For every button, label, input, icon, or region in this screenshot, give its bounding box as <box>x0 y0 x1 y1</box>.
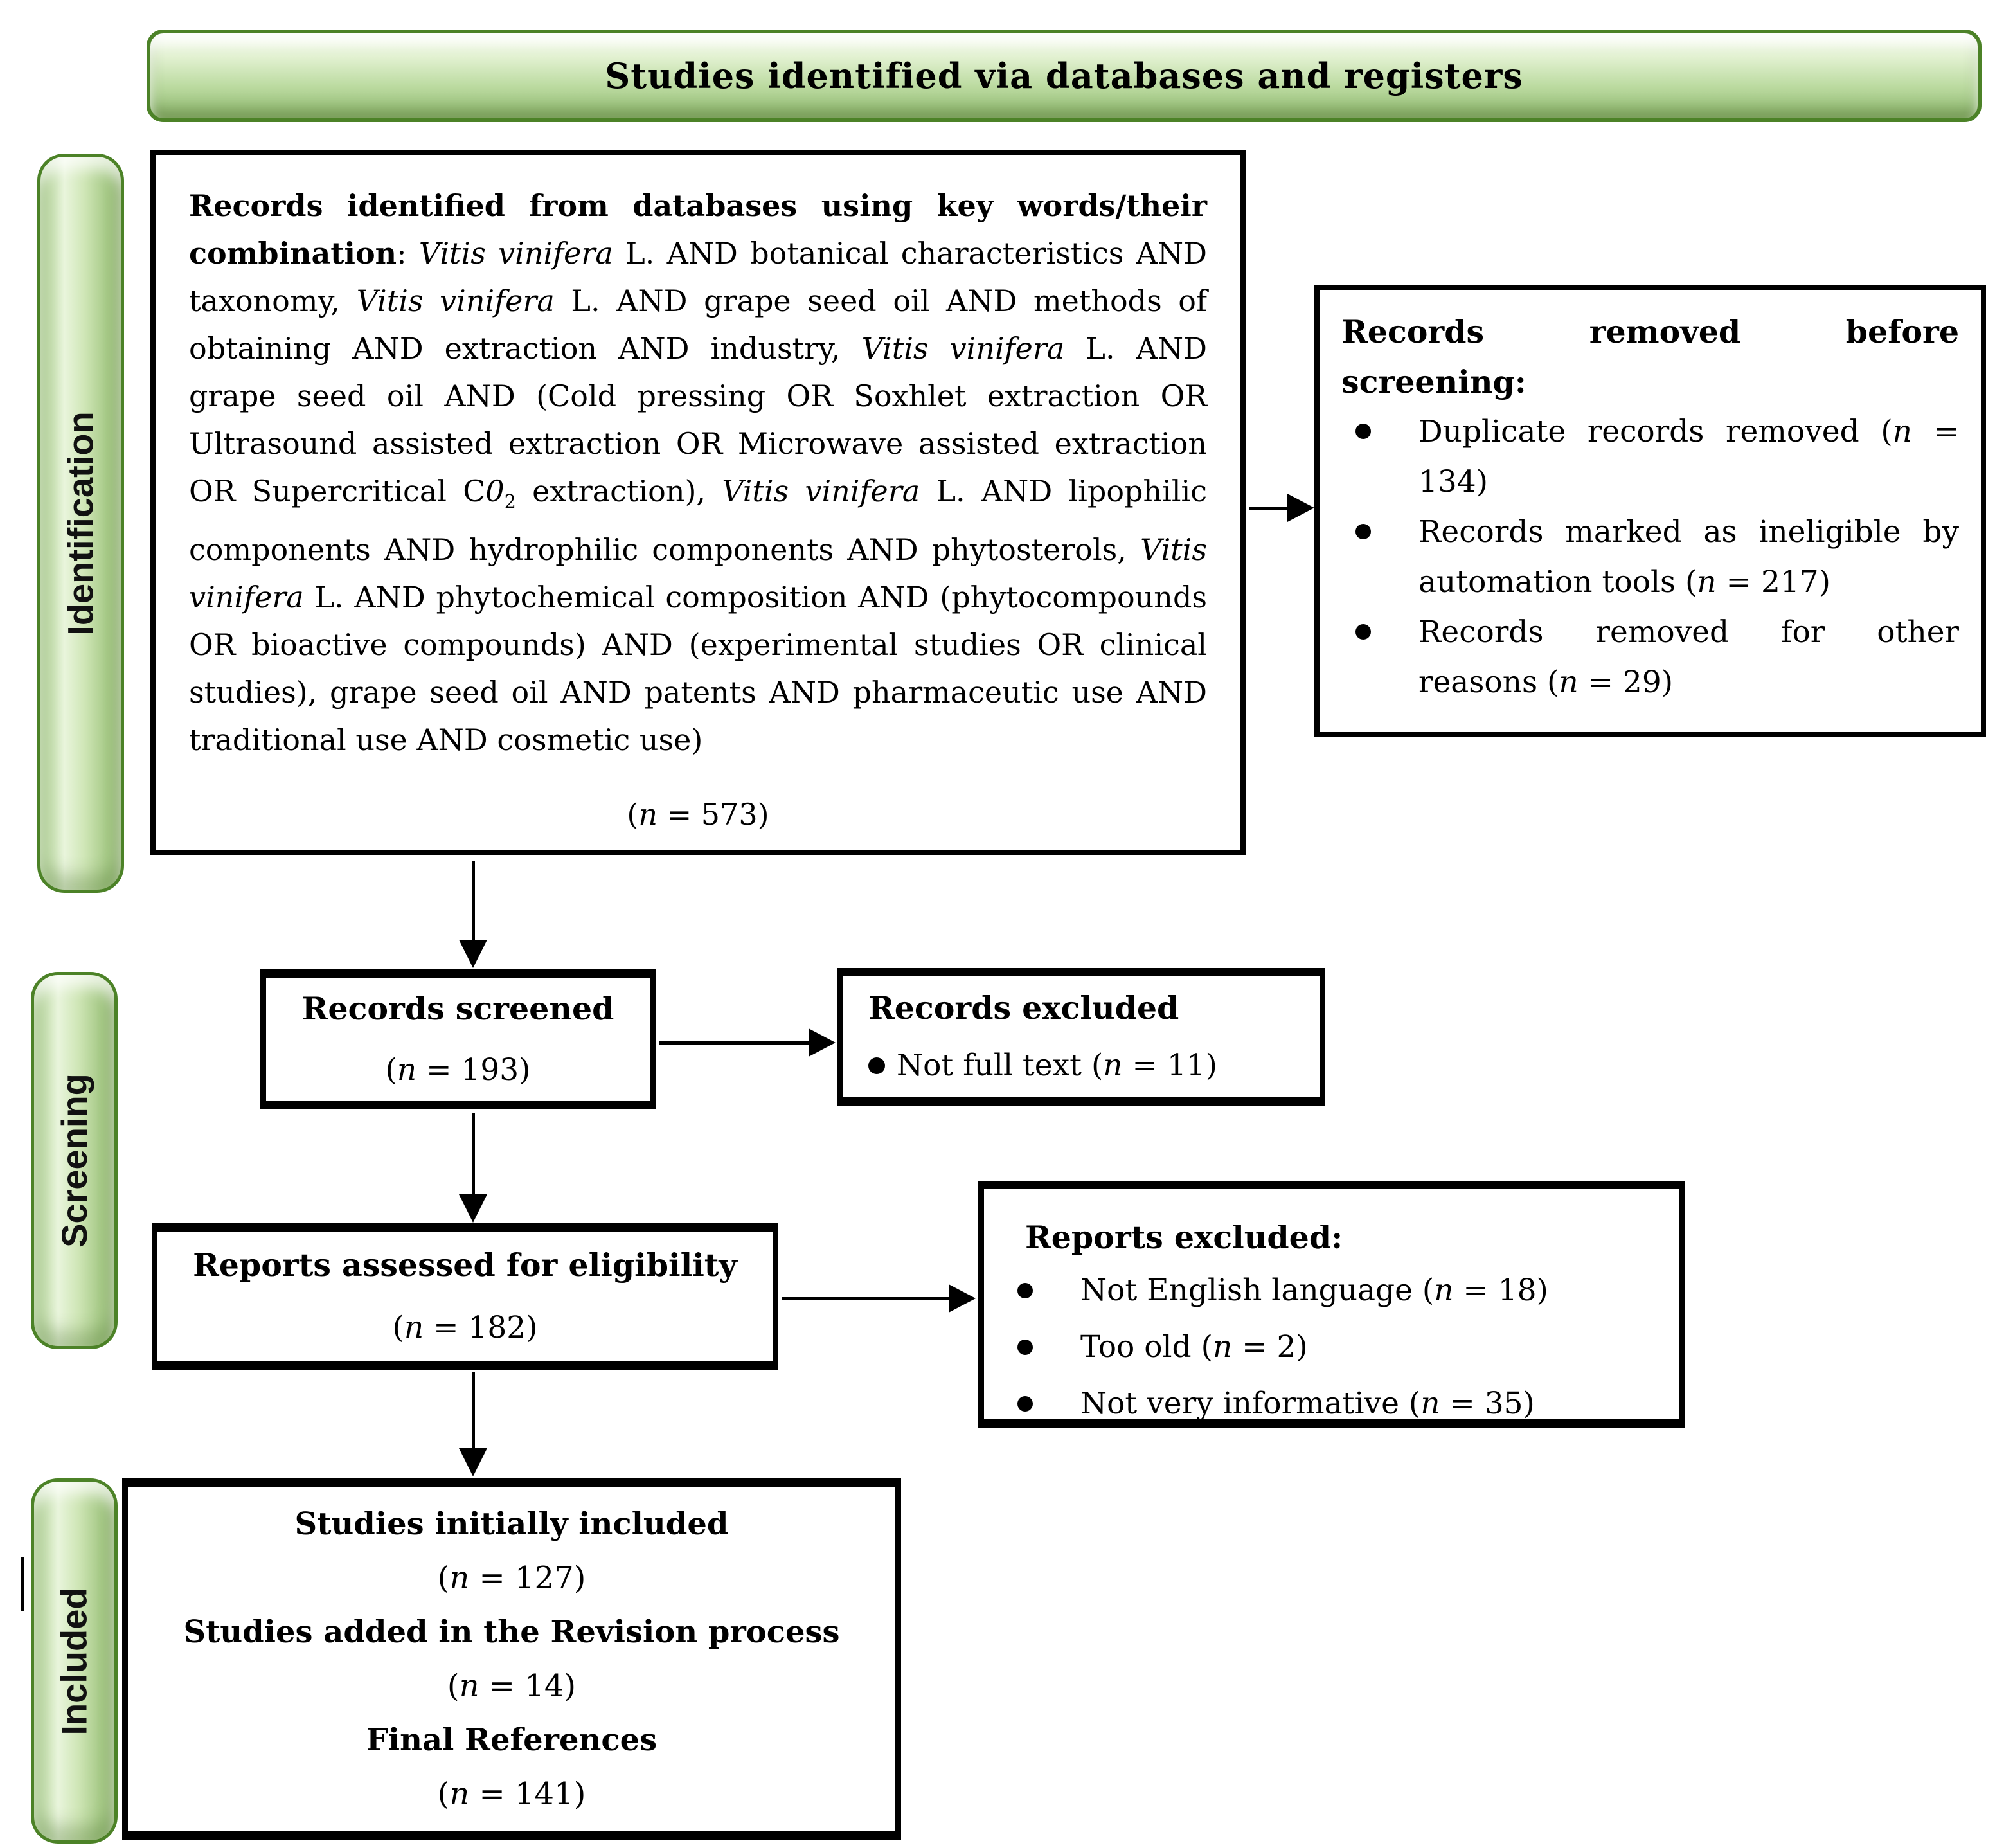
reports-assessed-title: Reports assessed for eligibility <box>193 1246 737 1284</box>
box-reports-assessed: Reports assessed for eligibility (n = 18… <box>152 1223 778 1370</box>
banner-title: Studies identified via databases and reg… <box>605 55 1523 96</box>
included-box-line: Studies added in the Revision process <box>183 1614 840 1650</box>
records-excluded-bullet-list: Not full text (n = 11) <box>868 1041 1294 1091</box>
bullet-dot-icon <box>1017 1396 1033 1412</box>
records-excluded-title: Records excluded <box>868 989 1179 1027</box>
bullet-item: Not English language (n = 18) <box>1003 1262 1660 1319</box>
records-removed-title: Records removed before screening: <box>1341 313 1959 400</box>
box-records-removed-before-screening: Records removed before screening: Duplic… <box>1314 285 1986 737</box>
stage-pill-screening: Screening <box>31 972 118 1349</box>
stage-label-screening: Screening <box>54 1073 95 1248</box>
bullet-dot-icon <box>1017 1283 1033 1298</box>
included-box-line: (n = 127) <box>437 1560 586 1596</box>
reports-excluded-title: Reports excluded: <box>1025 1219 1343 1256</box>
bullet-item: Not very informative (n = 35) <box>1003 1376 1660 1432</box>
records-identified-text: Records identified from databases using … <box>189 188 1208 758</box>
included-box-line: (n = 141) <box>437 1776 586 1812</box>
bullet-dot-icon <box>1017 1340 1033 1355</box>
box-reports-excluded: Reports excluded: Not English language (… <box>978 1181 1685 1428</box>
records-removed-bullet-list: Duplicate records removed (n = 134)Recor… <box>1341 407 1959 708</box>
records-screened-title: Records screened <box>301 990 614 1027</box>
bullet-dot-icon <box>1355 524 1371 539</box>
box-records-excluded: Records excluded Not full text (n = 11) <box>837 968 1325 1106</box>
reports-assessed-count: (n = 182) <box>392 1310 538 1345</box>
stage-pill-included: Included <box>31 1478 118 1844</box>
bullet-item: Records marked as ineligible by automati… <box>1341 507 1959 607</box>
bullet-dot-icon <box>868 1057 885 1074</box>
bullet-item: Records removed for other reasons (n = 2… <box>1341 607 1959 708</box>
records-identified-count: (n = 573) <box>627 797 769 832</box>
bullet-item: Too old (n = 2) <box>1003 1319 1660 1376</box>
bullet-item: Duplicate records removed (n = 134) <box>1341 407 1959 507</box>
studies-included-lines: Studies initially included (n = 127) Studi… <box>183 1497 839 1821</box>
banner-studies-identified: Studies identified via databases and reg… <box>147 30 1982 122</box>
stage-label-identification: Identification <box>60 411 102 636</box>
box-records-screened: Records screened (n = 193) <box>260 969 656 1109</box>
records-screened-count: (n = 193) <box>385 1052 531 1088</box>
reports-excluded-bullet-list: Not English language (n = 18)Too old (n … <box>1003 1262 1660 1432</box>
stage-pill-identification: Identification <box>37 154 124 893</box>
text-cursor-artifact <box>21 1557 24 1611</box>
stage-label-included: Included <box>54 1586 95 1736</box>
included-box-line: Final References <box>366 1722 658 1758</box>
included-box-line: Studies initially included <box>294 1506 729 1542</box>
included-box-line: (n = 14) <box>447 1668 577 1704</box>
bullet-dot-icon <box>1355 624 1371 640</box>
bullet-dot-icon <box>1355 424 1371 439</box>
box-studies-included: Studies initially included (n = 127) Studi… <box>122 1478 901 1840</box>
bullet-item: Not full text (n = 11) <box>868 1041 1294 1091</box>
box-records-identified: Records identified from databases using … <box>150 150 1246 855</box>
